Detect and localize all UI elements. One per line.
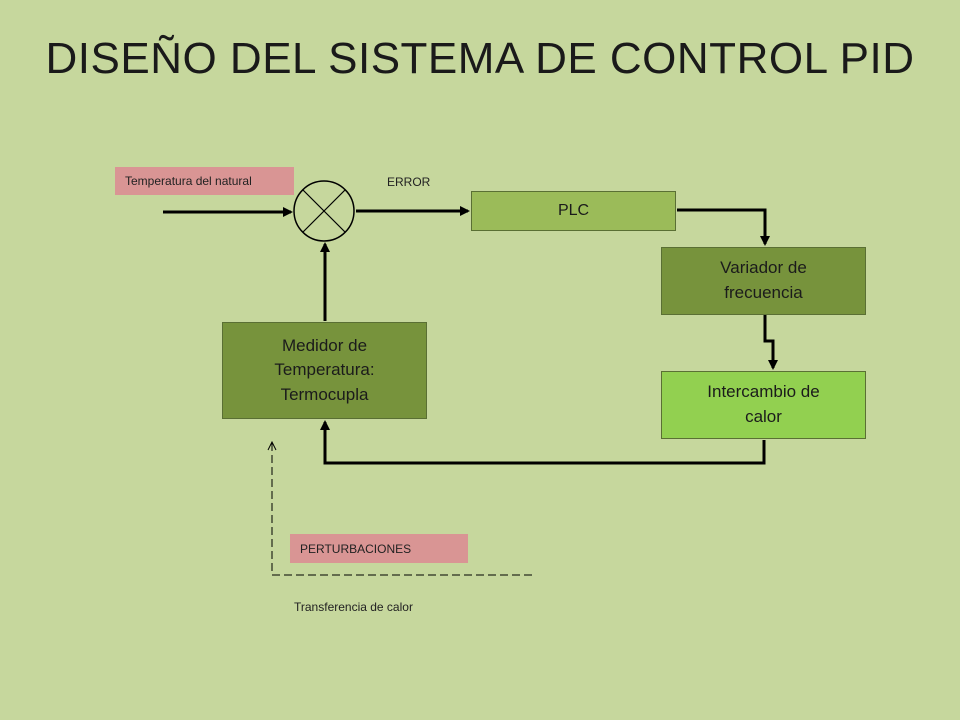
heat-exchange-line-2: calor <box>745 407 782 426</box>
heat-exchange-line-1: Intercambio de <box>707 382 820 402</box>
disturbance-tag: PERTURBACIONES <box>290 534 468 563</box>
disturbance-dashed-arrow <box>272 442 532 576</box>
heat-to-sensor-arrow <box>320 420 766 465</box>
page-title: DISEÑO DEL SISTEMA DE CONTROL PID <box>45 34 915 83</box>
disturbance-tag-label: PERTURBACIONES <box>300 541 412 556</box>
frequency-drive-line-1: Variador de <box>720 258 807 278</box>
plc-block-label: PLC <box>557 202 590 220</box>
heat-exchange-block: Intercambio de calor <box>661 371 866 439</box>
frequency-drive-block: Variador de frecuencia <box>661 247 866 315</box>
temperature-sensor-line-1: Medidor de <box>281 335 368 355</box>
error-label: ERROR <box>387 175 431 189</box>
frequency-drive-line-2: frecuencia <box>724 283 803 302</box>
temperature-sensor-line-2: Temperatura: <box>274 360 375 380</box>
setpoint-tag: Temperatura del natural <box>115 167 294 195</box>
plc-to-vfd-arrow <box>677 208 770 246</box>
plc-block: PLC <box>471 191 676 231</box>
circle-x-icon <box>293 180 355 242</box>
heat-transfer-label: Transferencia de calor <box>294 600 413 614</box>
temperature-sensor-line-3: Termocupla <box>280 384 369 404</box>
setpoint-tag-label: Temperatura del natural <box>125 174 252 188</box>
vfd-to-heat-arrow <box>763 315 778 370</box>
temperature-sensor-block: Medidor de Temperatura: Termocupla <box>222 322 427 419</box>
